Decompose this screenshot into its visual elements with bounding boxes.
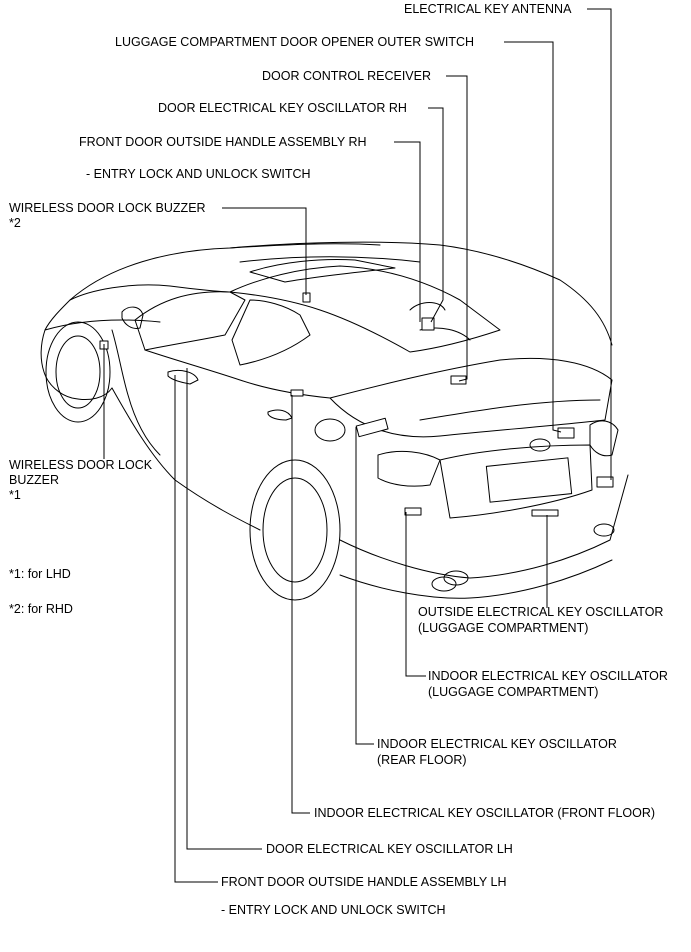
car-side-windows — [134, 291, 246, 351]
car-roof — [69, 241, 613, 346]
label-outside-key-osc-luggage-2: (LUGGAGE COMPARTMENT) — [418, 621, 589, 635]
label-luggage-door-opener-switch: LUGGAGE COMPARTMENT DOOR OPENER OUTER SW… — [115, 35, 475, 49]
car-emblem — [529, 438, 551, 452]
note-lhd: *1: for LHD — [9, 567, 71, 581]
label-door-control-receiver: DOOR CONTROL RECEIVER — [262, 69, 432, 83]
label-indoor-key-osc-rear: INDOOR ELECTRICAL KEY OSCILLATOR — [377, 737, 617, 751]
label-outside-key-osc-luggage: OUTSIDE ELECTRICAL KEY OSCILLATOR — [418, 605, 664, 619]
luggage-switch-component — [557, 427, 575, 439]
front-floor-oscillator-component — [290, 389, 304, 397]
label-indoor-key-osc-rear-2: (REAR FLOOR) — [377, 753, 467, 767]
indoor-luggage-oscillator-component — [404, 507, 422, 516]
leader-indoor-front — [291, 395, 310, 814]
car-rear-wheel — [249, 459, 341, 601]
leader-door-osc-rh — [428, 107, 444, 323]
leader-luggage-switch — [504, 41, 562, 433]
label-wireless-buzzer-rh: WIRELESS DOOR LOCK BUZZER — [9, 201, 206, 215]
leader-front-handle-lh — [174, 375, 218, 883]
car-rear-bumper — [339, 474, 629, 579]
car-license-plate — [485, 457, 573, 503]
car-hood — [44, 284, 231, 331]
car-door-handle-front — [167, 369, 199, 385]
car-side-mirror — [121, 306, 144, 329]
car-trunk — [329, 357, 613, 438]
car-fuel-door — [314, 418, 346, 442]
label-electrical-key-antenna: ELECTRICAL KEY ANTENNA — [404, 2, 572, 16]
label-indoor-key-osc-front: INDOOR ELECTRICAL KEY OSCILLATOR (FRONT … — [314, 806, 656, 820]
rear-floor-oscillator-component — [355, 417, 389, 438]
car-tail-light-right — [589, 420, 619, 457]
label-front-door-handle-rh-sub: - ENTRY LOCK AND UNLOCK SWITCH — [86, 167, 311, 181]
leader-front-handle-rh — [394, 141, 421, 322]
label-indoor-key-osc-luggage: INDOOR ELECTRICAL KEY OSCILLATOR — [428, 669, 668, 683]
label-wireless-buzzer-lh: WIRELESS DOOR LOCK — [9, 458, 153, 472]
car-rear-panel — [439, 444, 593, 519]
label-front-door-handle-lh-sub: - ENTRY LOCK AND UNLOCK SWITCH — [221, 903, 446, 917]
label-door-key-oscillator-rh: DOOR ELECTRICAL KEY OSCILLATOR RH — [158, 101, 407, 115]
leader-buzzer-rh — [222, 207, 307, 295]
label-front-door-handle-rh: FRONT DOOR OUTSIDE HANDLE ASSEMBLY RH — [79, 135, 367, 149]
car-sunroof — [249, 259, 396, 283]
car-tail-light-left — [377, 450, 441, 487]
label-door-key-oscillator-lh: DOOR ELECTRICAL KEY OSCILLATOR LH — [266, 842, 513, 856]
car-front-wheel — [45, 321, 111, 423]
leader-indoor-rear — [355, 427, 374, 745]
label-wireless-buzzer-rh-note: *2 — [9, 216, 21, 230]
car-exhaust-right — [593, 523, 615, 537]
outside-luggage-oscillator-component — [531, 509, 559, 517]
key-antenna-component — [596, 476, 614, 488]
label-wireless-buzzer-lh-note: *1 — [9, 488, 21, 502]
car-front-fender — [40, 329, 113, 401]
car-windshield — [229, 265, 501, 353]
label-front-door-handle-lh: FRONT DOOR OUTSIDE HANDLE ASSEMBLY LH — [221, 875, 507, 889]
leader-door-osc-lh — [186, 368, 262, 850]
label-wireless-buzzer-lh-2: BUZZER — [9, 473, 59, 487]
label-indoor-key-osc-luggage-2: (LUGGAGE COMPARTMENT) — [428, 685, 599, 699]
leader-indoor-luggage — [405, 512, 426, 677]
leader-key-antenna — [587, 8, 612, 480]
receiver-component — [450, 375, 467, 385]
leader-door-receiver — [446, 75, 468, 382]
note-rhd: *2: for RHD — [9, 602, 73, 616]
